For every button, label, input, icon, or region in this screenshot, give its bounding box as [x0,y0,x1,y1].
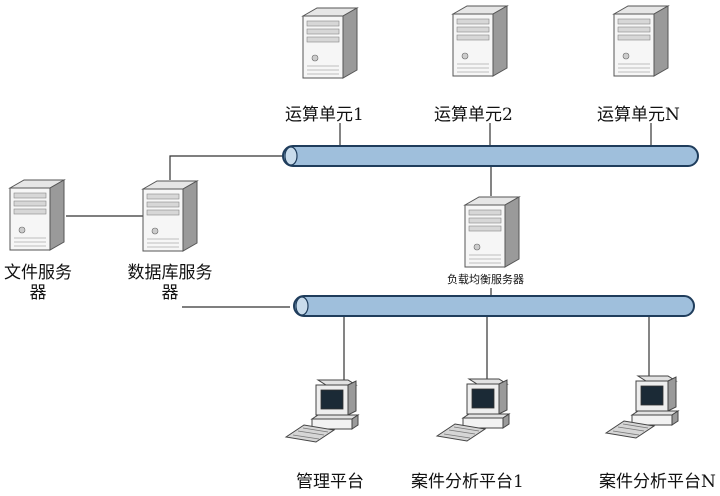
compute-unit-n-server-icon [613,5,669,77]
load-balancer-server-icon [464,196,520,268]
case-analysis-1-computer-icon [436,378,510,442]
compute-unit-1-label: 运算单元1 [285,105,364,125]
file-server-label: 文件服务器 [4,263,72,303]
management-platform-label: 管理平台 [296,472,364,492]
compute-unit-n-label: 运算单元N [597,105,680,125]
compute-unit-2-label: 运算单元2 [434,105,513,125]
case-analysis-platform-n-label: 案件分析平台N [599,472,716,492]
link-db-to-upper-bus [169,155,287,180]
load-balancer-label: 负载均衡服务器 [447,273,524,286]
case-analysis-platform-1-label: 案件分析平台1 [411,472,524,492]
compute-unit-2-server-icon [452,5,508,77]
database-server-icon [142,180,198,252]
case-analysis-n-computer-icon [605,375,679,439]
compute-unit-1-server-icon [302,7,358,79]
connection-lines [66,123,652,385]
lower-network-bus [293,295,695,317]
upper-network-bus [282,145,699,167]
file-server-icon [9,179,65,251]
management-platform-computer-icon [285,379,359,443]
database-server-label: 数据库服务器 [127,263,213,303]
